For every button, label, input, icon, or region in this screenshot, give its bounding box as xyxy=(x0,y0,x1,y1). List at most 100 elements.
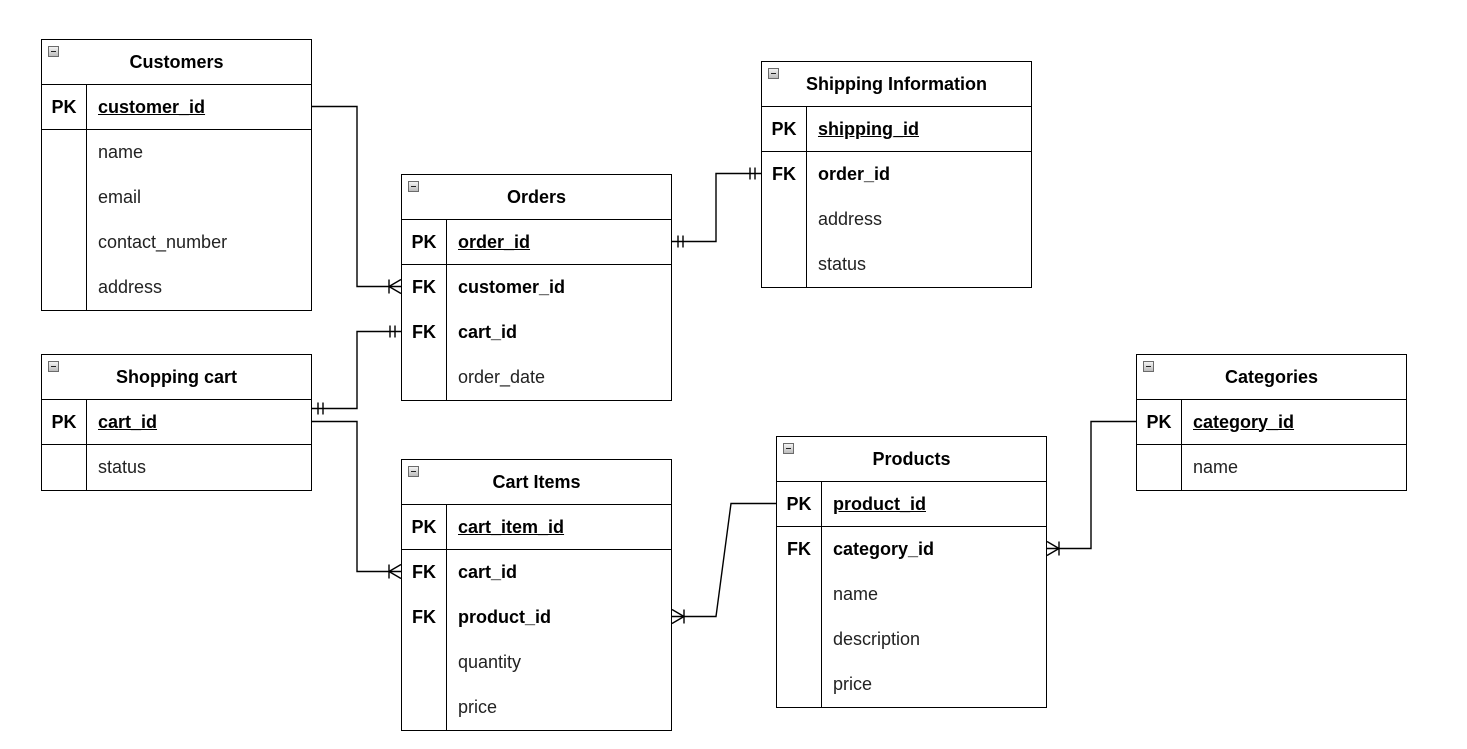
field-row-order-id[interactable]: FK order_id xyxy=(762,152,1031,197)
field-row-category-id[interactable]: FK category_id xyxy=(777,527,1046,572)
field-row-address[interactable]: address xyxy=(42,265,311,310)
field-name: shipping_id xyxy=(818,118,919,139)
field-row-price[interactable]: price xyxy=(402,685,671,730)
field-name: cart_item_id xyxy=(458,516,565,537)
entity-title: Cart Items xyxy=(492,471,581,492)
field-name: category_id xyxy=(1193,411,1295,432)
collapse-icon[interactable] xyxy=(783,443,794,454)
key-label: FK xyxy=(772,164,796,184)
collapse-icon[interactable] xyxy=(1143,361,1154,372)
entity-title: Products xyxy=(872,448,951,469)
field-name: cart_id xyxy=(98,411,158,432)
collapse-icon[interactable] xyxy=(48,46,59,57)
field-row-price[interactable]: price xyxy=(777,662,1046,707)
connector-cart-cartitems-crow-lower xyxy=(388,570,402,580)
key-label: PK xyxy=(51,411,77,432)
collapse-icon[interactable] xyxy=(768,68,779,79)
field-row-name[interactable]: name xyxy=(1137,445,1406,490)
field-name: customer_id xyxy=(458,277,566,297)
connector-categories-products xyxy=(1047,420,1136,550)
key-column-divider xyxy=(86,400,87,490)
key-column-divider xyxy=(821,482,822,707)
field-name: cart_id xyxy=(458,322,518,342)
key-column-divider xyxy=(86,85,87,310)
field-name: address xyxy=(98,277,163,297)
entity-header[interactable]: Products xyxy=(777,437,1046,482)
field-name: price xyxy=(833,674,873,694)
field-row-cart-id[interactable]: PK cart_id xyxy=(42,400,311,445)
field-name: cart_id xyxy=(458,562,518,582)
field-row-order-date[interactable]: order_date xyxy=(402,355,671,400)
entity-header[interactable]: Categories xyxy=(1137,355,1406,400)
key-column-divider xyxy=(446,220,447,400)
field-row-description[interactable]: description xyxy=(777,617,1046,662)
key-label: PK xyxy=(1146,411,1172,432)
field-row-cart-id[interactable]: FK cart_id xyxy=(402,310,671,355)
key-label: FK xyxy=(412,277,436,297)
field-row-cart-id[interactable]: FK cart_id xyxy=(402,550,671,595)
field-row-customer-id[interactable]: FK customer_id xyxy=(402,265,671,310)
field-row-contact-number[interactable]: contact_number xyxy=(42,220,311,265)
field-row-email[interactable]: email xyxy=(42,175,311,220)
field-name: name xyxy=(1193,457,1239,477)
key-column-divider xyxy=(806,107,807,287)
key-label: FK xyxy=(787,539,811,559)
entity-header[interactable]: Customers xyxy=(42,40,311,85)
collapse-icon[interactable] xyxy=(408,466,419,477)
field-name: status xyxy=(818,254,867,274)
field-row-status[interactable]: status xyxy=(762,242,1031,287)
entity-header[interactable]: Shipping Information xyxy=(762,62,1031,107)
field-row-category-id[interactable]: PK category_id xyxy=(1137,400,1406,445)
entity-header[interactable]: Orders xyxy=(402,175,671,220)
field-name: status xyxy=(98,457,147,477)
field-name: category_id xyxy=(833,539,935,559)
connector-products-cartitems-crow-upper xyxy=(671,608,685,618)
entity-header[interactable]: Cart Items xyxy=(402,460,671,505)
connector-customers-orders xyxy=(312,105,401,288)
entity-header[interactable]: Shopping cart xyxy=(42,355,311,400)
collapse-icon[interactable] xyxy=(48,361,59,372)
field-name: order_id xyxy=(458,231,531,252)
field-row-name[interactable]: name xyxy=(777,572,1046,617)
connector-categories-products-crow-upper xyxy=(1046,540,1060,550)
connector-products-cartitems-crow-lower xyxy=(671,615,685,625)
field-name: name xyxy=(98,142,144,162)
field-name: product_id xyxy=(833,493,926,514)
connector-categories-products-crow-lower xyxy=(1046,547,1060,557)
connector-cart-cartitems-crow-upper xyxy=(388,563,402,573)
connector-orders-shipping xyxy=(672,172,761,243)
key-column-divider xyxy=(1181,400,1182,490)
field-row-quantity[interactable]: quantity xyxy=(402,640,671,685)
field-name: order_id xyxy=(818,164,891,184)
key-label: FK xyxy=(412,562,436,582)
entity-title: Orders xyxy=(506,186,567,207)
key-label: FK xyxy=(412,322,436,342)
connector-cart-orders xyxy=(312,330,401,410)
collapse-icon[interactable] xyxy=(408,181,419,192)
field-row-address[interactable]: address xyxy=(762,197,1031,242)
field-row-name[interactable]: name xyxy=(42,130,311,175)
field-row-status[interactable]: status xyxy=(42,445,311,490)
field-name: product_id xyxy=(458,607,551,627)
field-name: customer_id xyxy=(98,96,206,117)
